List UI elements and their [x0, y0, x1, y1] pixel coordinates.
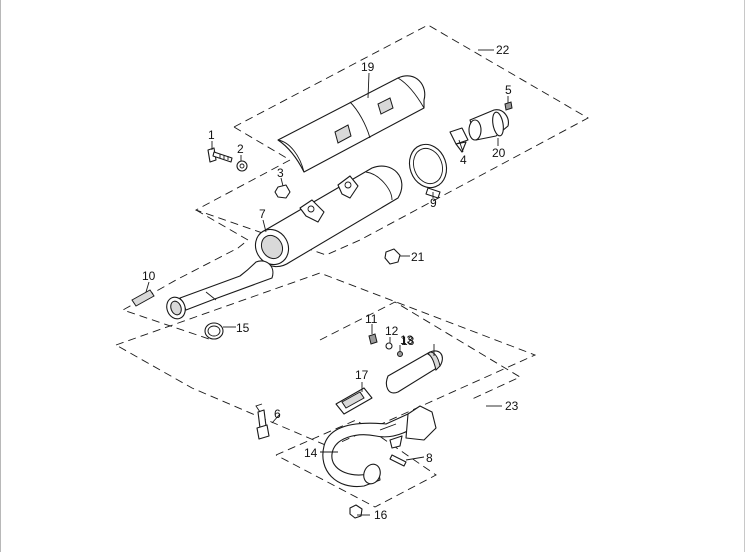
callout-21: 21	[411, 250, 425, 264]
heat-shield	[277, 75, 426, 173]
frame-left-border	[0, 0, 1, 552]
header-pipe-14	[322, 405, 437, 488]
assembly-22-boundary	[194, 24, 589, 256]
screw-5	[504, 101, 513, 111]
callout-9: 9	[430, 196, 437, 210]
callout-3: 3	[277, 166, 284, 180]
muffler-body	[254, 165, 403, 268]
leader-lines	[145, 49, 509, 516]
screw-11	[368, 333, 378, 345]
callout-16: 16	[374, 508, 388, 522]
callout-14: 14	[304, 446, 318, 460]
callout-22: 22	[496, 43, 510, 57]
assembly-23-lower-boundary	[275, 419, 437, 508]
washer-2	[236, 160, 248, 172]
callout-1: 1	[208, 128, 215, 142]
nut-3	[274, 184, 291, 199]
callout-18: 18	[401, 334, 415, 348]
callout-labels: 1 2 3 4 5 6 7 8 9 10 11 12 13 14 15 16 1…	[142, 43, 519, 522]
clamp-band-9	[408, 143, 448, 199]
callout-5: 5	[505, 83, 512, 97]
callout-7: 7	[259, 207, 266, 221]
callout-17: 17	[355, 368, 369, 382]
assembly-22-inner-boundary	[121, 209, 249, 341]
heat-guard-13	[385, 350, 443, 394]
assembly-boundaries	[115, 24, 589, 508]
nut-21	[384, 248, 401, 265]
nut-16	[349, 504, 363, 519]
bolt-1	[207, 147, 233, 163]
callout-13: 13	[400, 333, 414, 347]
gasket-10	[131, 289, 155, 307]
washer-12	[385, 342, 393, 350]
tail-pipe-20	[468, 109, 509, 141]
gasket-ring-15	[204, 322, 224, 340]
callout-8: 8	[426, 451, 433, 465]
callout-6: 6	[274, 407, 281, 421]
pin-18	[397, 351, 403, 357]
sensor-6	[255, 403, 270, 440]
callout-10: 10	[142, 269, 156, 283]
stud-8	[389, 454, 407, 467]
callout-20: 20	[492, 146, 506, 160]
assembly-23-boundary	[115, 272, 537, 448]
callout-23: 23	[505, 399, 519, 413]
assembly-23-inner-boundary	[319, 301, 521, 401]
callout-12: 12	[385, 324, 399, 338]
callout-15: 15	[236, 321, 250, 335]
heat-guard-17	[335, 387, 373, 415]
link-pipe	[166, 260, 274, 320]
callout-4: 4	[460, 153, 467, 167]
callout-19: 19	[361, 60, 375, 74]
callout-2: 2	[237, 142, 244, 156]
callout-11: 11	[365, 312, 378, 326]
